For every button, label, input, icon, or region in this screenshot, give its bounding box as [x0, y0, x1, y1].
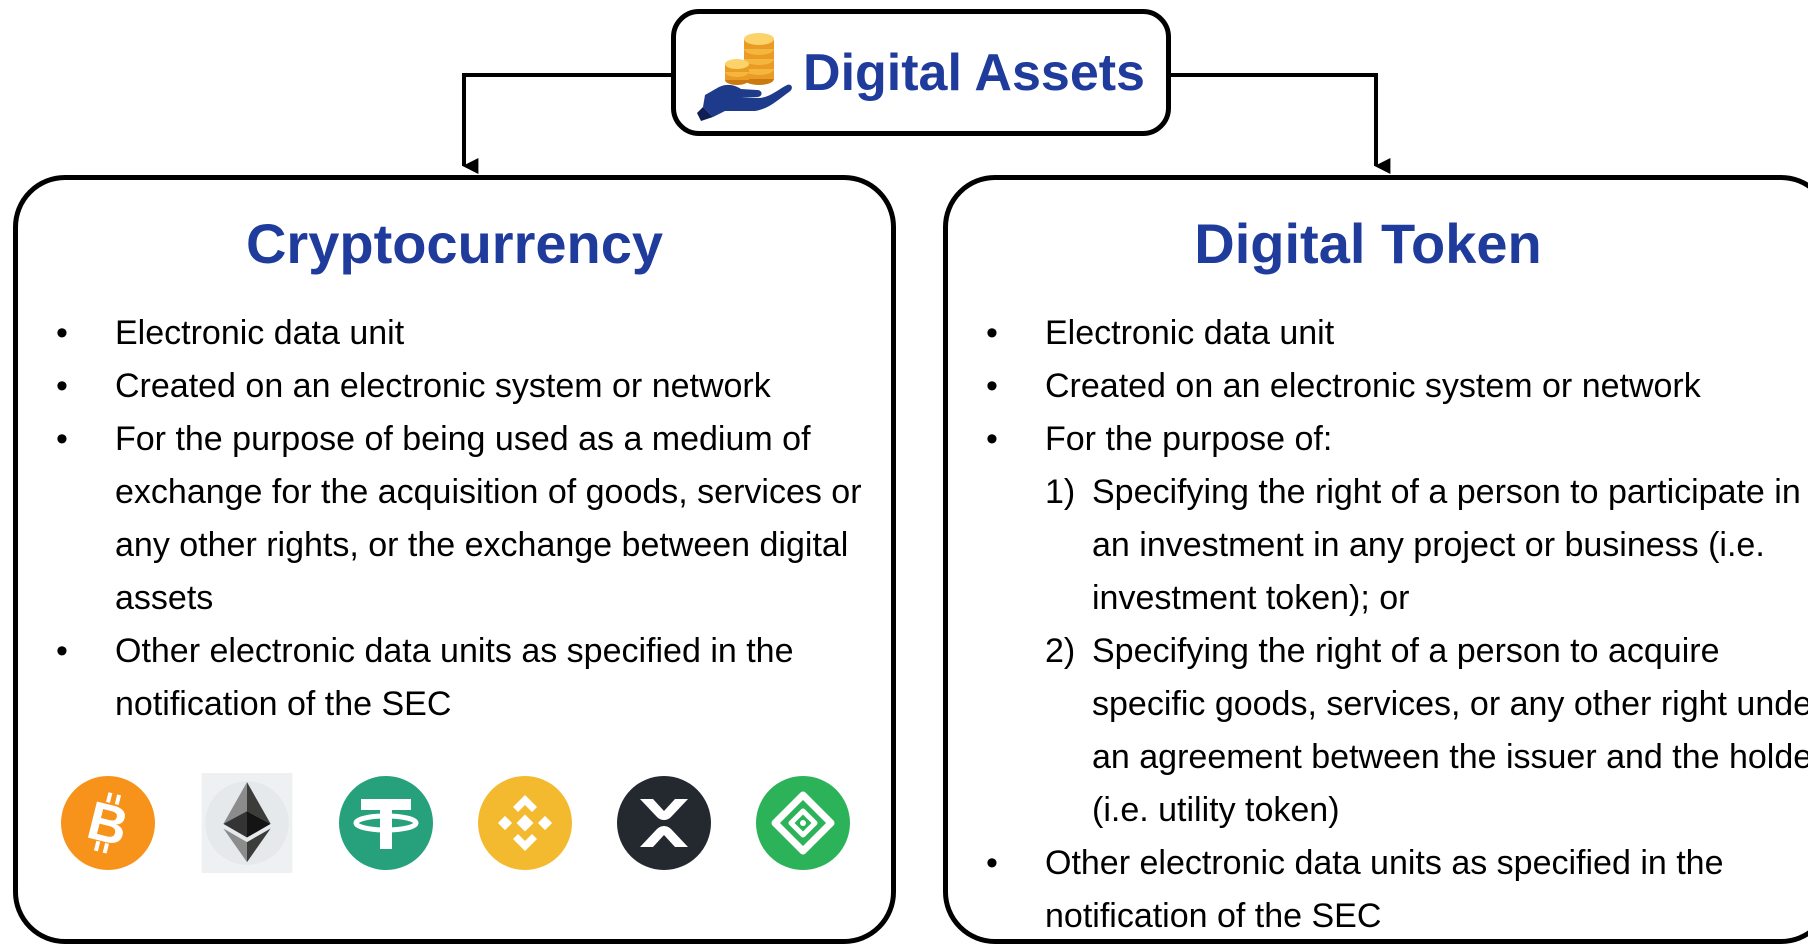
root-title: Digital Assets: [803, 43, 1145, 102]
digital-token-bullet: Other electronic data units as specified…: [978, 837, 1808, 943]
tether-icon: [339, 776, 433, 870]
bitkub-coin-icon: [756, 776, 850, 870]
purpose-number: 1): [1045, 473, 1076, 511]
purpose-item-investment-token: 1) Specifying the right of a person to p…: [1045, 466, 1808, 625]
digital-token-bullet: Electronic data unit: [978, 307, 1808, 360]
cryptocurrency-bullet: Other electronic data units as specified…: [48, 625, 878, 731]
bitcoin-icon: B: [61, 776, 155, 870]
purpose-item-utility-token: 2) Specifying the right of a person to a…: [1045, 625, 1808, 837]
digital-token-bullet-list: Electronic data unit Created on an elect…: [978, 307, 1808, 943]
digital-token-title: Digital Token: [1194, 212, 1542, 275]
digital-assets-node: Digital Assets: [671, 9, 1171, 136]
coin-stack-hand-icon: [697, 32, 792, 121]
purpose-text: Specifying the right of a person to acqu…: [1092, 632, 1808, 829]
cryptocurrency-bullet: Electronic data unit: [48, 307, 878, 360]
cryptocurrency-bullet: Created on an electronic system or netwo…: [48, 360, 878, 413]
purpose-intro-text: For the purpose of:: [1045, 420, 1333, 458]
digital-token-bullet: Created on an electronic system or netwo…: [978, 360, 1808, 413]
ethereum-icon: [201, 773, 293, 873]
purpose-text: Specifying the right of a person to part…: [1092, 473, 1801, 617]
cryptocurrency-title: Cryptocurrency: [245, 212, 664, 275]
purpose-number: 2): [1045, 632, 1076, 670]
coin-logo-row: B: [58, 768, 853, 878]
cryptocurrency-bullet-list: Electronic data unit Created on an elect…: [48, 307, 878, 731]
digital-token-card: Digital Token Electronic data unit Creat…: [943, 175, 1808, 944]
cryptocurrency-bullet: For the purpose of being used as a mediu…: [48, 413, 878, 625]
digital-token-bullet: For the purpose of: 1) Specifying the ri…: [978, 413, 1808, 837]
binance-coin-icon: [478, 776, 572, 870]
connector-to-cryptocurrency: [462, 73, 671, 174]
cryptocurrency-card: Cryptocurrency Electronic data unit Crea…: [13, 175, 896, 944]
xrp-icon: [617, 776, 711, 870]
connector-to-digital-token: [1171, 73, 1391, 174]
